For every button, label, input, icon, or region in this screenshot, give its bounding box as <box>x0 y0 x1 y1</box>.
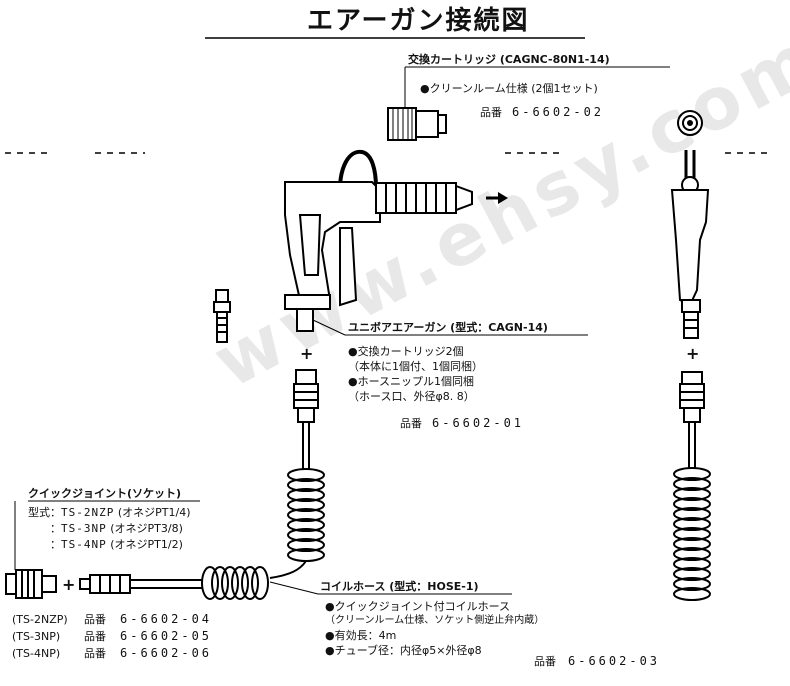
socket-part-row-1: (TS-2NZP) 品番 6-6602-04 <box>12 612 213 627</box>
plug-drawing <box>79 574 131 594</box>
socket-part-1-model: (TS-2NZP) <box>12 613 68 626</box>
hose-note-2: （クリーンルーム仕様、ソケット側逆止弁内蔵） <box>325 615 545 626</box>
socket-part-3-label: 品番 <box>84 647 106 660</box>
page-title: エアーガン接続図 <box>307 6 530 36</box>
hose-note-4: ●チューブ径：内径φ5×外径φ8 <box>325 644 482 657</box>
gun-part-label: 品番 <box>400 417 422 430</box>
socket-part-3-model: (TS-4NP) <box>12 647 61 660</box>
socket-part-row-2: (TS-3NP) 品番 6-6602-05 <box>12 629 213 644</box>
socket-type-1-prefix: 型式： <box>28 506 61 519</box>
socket-part-3-number: 6-6602-06 <box>120 646 213 660</box>
socket-type-3: ：TS-4NP (オネジPT1/2) <box>50 538 183 551</box>
socket-part-2-number: 6-6602-05 <box>120 629 213 643</box>
hose-label: コイルホース (型式：HOSE-1) <box>320 580 479 593</box>
plus-sign-center: + <box>300 344 314 363</box>
socket-part-2-label: 品番 <box>84 630 106 643</box>
quick-socket-drawing <box>5 569 57 599</box>
socket-type-3-note: (オネジPT1/2) <box>110 538 183 551</box>
hose-part-number: 6-6602-03 <box>568 654 661 668</box>
socket-type-3-model: TS-4NP <box>61 538 107 551</box>
socket-type-1: 型式：TS-2NZP (オネジPT1/4) <box>28 506 191 519</box>
end-view-circle <box>677 110 703 136</box>
coil-hose-right-drawing <box>673 467 711 601</box>
gun-note-3: ●ホースニップル1個同梱 <box>348 375 475 388</box>
coil-hose-drawing <box>130 468 325 600</box>
hose-note-3: ●有効長：4m <box>325 629 397 642</box>
air-gun-front-view-drawing <box>670 150 710 339</box>
hose-part-label: 品番 <box>534 655 556 668</box>
socket-label: クイックジョイント(ソケット) <box>28 487 182 500</box>
socket-part-row-3: (TS-4NP) 品番 6-6602-06 <box>12 646 213 661</box>
gun-note-2: （本体に1個付、1個同梱） <box>348 360 483 373</box>
gun-part-number: 6-6602-01 <box>432 416 525 430</box>
socket-part-1-number: 6-6602-04 <box>120 612 213 626</box>
plus-sign-right: + <box>686 344 700 363</box>
cartridge-part-label: 品番 <box>480 106 502 119</box>
socket-type-1-note: (オネジPT1/4) <box>117 506 191 519</box>
socket-type-2: ：TS-3NP (オネジPT3/8) <box>50 522 183 535</box>
cartridge-part-number: 6-6602-02 <box>512 105 605 119</box>
air-gun-drawing <box>284 149 473 332</box>
socket-type-3-prefix: ： <box>50 538 61 551</box>
socket-connector-drawing <box>293 369 319 470</box>
gun-note-1: ●交換カートリッジ2個 <box>348 345 464 358</box>
hose-note-1: ●クイックジョイント付コイルホース <box>325 600 511 613</box>
hose-nipple-drawing <box>213 289 231 343</box>
socket-part-2-model: (TS-3NP) <box>12 630 61 643</box>
gun-label: ユニボアエアーガン (型式：CAGN-14) <box>348 321 548 334</box>
cartridge-drawing <box>387 107 447 141</box>
socket-part-1-label: 品番 <box>84 613 106 626</box>
socket-type-1-model: TS-2NZP <box>61 506 115 519</box>
socket-type-2-note: (オネジPT3/8) <box>110 522 183 535</box>
cartridge-note: ●クリーンルーム仕様 (2個1セット) <box>420 82 598 95</box>
socket-connector-right-drawing <box>679 371 705 468</box>
socket-type-2-model: TS-3NP <box>61 522 107 535</box>
gun-note-4: （ホース口、外径φ8. 8） <box>348 390 475 403</box>
plus-sign-left: + <box>62 575 76 594</box>
socket-type-2-prefix: ： <box>50 522 61 535</box>
cartridge-label: 交換カートリッジ (CAGNC-80N1-14) <box>408 53 610 66</box>
